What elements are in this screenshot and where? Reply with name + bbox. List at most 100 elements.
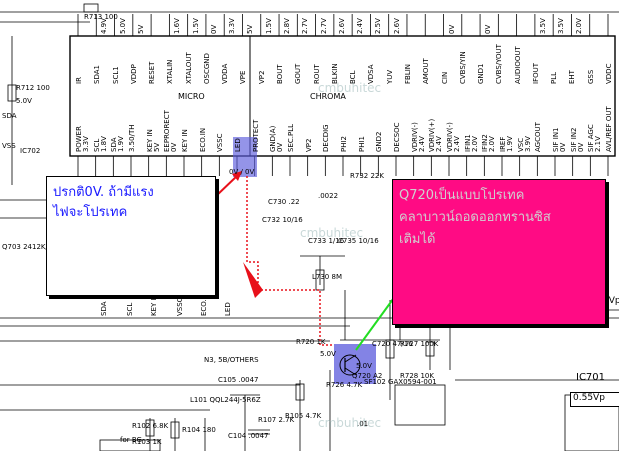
lower-pin-label: KEY IN [150,293,158,316]
for-bg-label: for BG [120,436,142,444]
ic702-top-pin-label: FBLIN [403,63,412,84]
edge-voltage-label: 3Vp [603,296,619,306]
ic701-label: IC701 [576,372,606,383]
ic702-top-pin-voltage: 1.5V [264,18,273,34]
ic702-bottom-pin-voltage: 3.9V [523,136,532,152]
ic702-top-pin-label: VPE [239,70,248,84]
c732-label: C732 10/16 [262,216,303,224]
c104-label: C104 .0047 [228,432,269,440]
ic702-top-pin-label: XTALIN [166,59,175,84]
protect-pin-highlight [233,137,257,177]
q720-base-voltage: 5.0V [320,350,336,358]
ic702-top-pin-label: AUDIOOUT [513,46,522,84]
ic702-top-pin-voltage: 2.7V [319,18,328,34]
ic702-bottom-pin-label: ECO.IN [198,127,207,152]
watermark-1: cmbuhitec [318,81,382,95]
lower-pin-label: SCL [126,302,134,316]
r107-label: R107 2.7K [258,416,295,424]
ic702-top-pin-label: RESET [148,61,157,84]
r104-label: R104 180 [182,426,216,434]
r712-voltage: 5.0V [16,97,32,105]
ic702-bottom-pin-label: AGCOUT [534,122,543,152]
micro-block-label: MICRO [178,92,205,101]
ic702-top-pin-label: VDDP [129,64,138,84]
ic702-top-pin-label: AMOUT [422,58,431,84]
ic702-top-pin-label: GOUT [294,63,303,84]
ic702-top-pin-voltage: 0V [484,24,493,34]
c730-label: C730 .22 [268,198,300,206]
l101-label: L101 QQL244J-5R6Z [190,396,261,404]
ic702-top-pin-label: GND1 [477,63,486,84]
q720-note-line-3: เติมได้ [399,232,436,247]
ic702-top-pin-voltage: 2.0V [575,18,584,34]
ic702-top-pin-label: YUV [385,69,394,84]
ic702-bottom-pin-voltage: 0V [559,142,567,152]
ic702-bottom-pin-voltage: 2.4V [417,136,426,152]
r712-label: R712 100 [16,84,50,92]
ic702-top-pin-label: GSS [586,69,595,84]
ic702-bottom-pin-label: SEC.PLL [287,124,295,152]
ic702-bottom-pin-voltage: 5V [152,142,161,152]
ic702-bottom-pin-voltage: 2.4V [435,136,444,152]
ic702-bottom-pin-voltage: 1.8V [99,136,108,152]
ic702-top-pin-voltage: 0V [209,24,218,34]
c720-label: C720 47/16 [372,340,413,348]
ic702-top-pin-label: VDDA [221,63,230,84]
ic702-top-pin-voltage: 2.6V [392,18,401,34]
ic702-top-pin-voltage: 2.5V [374,18,383,34]
c733-label: C733 1/16 [308,237,345,245]
ic702-body [69,35,616,157]
c106-label: .01 [357,420,369,428]
ic702-top-pin-label: SDA1 [93,65,102,84]
q720-note-line-2: คลาบาวน์ถอดออกทรานซิส [399,210,551,225]
ic702-bottom-pin-label: VSSC [216,133,225,152]
n3-label: N3, 5B/OTHERS [204,356,259,364]
vss-label: VSS [2,142,16,150]
ic702-bottom-pin-voltage: 2.0V [488,136,497,152]
ic701-voltage: 0.55Vp [570,392,619,407]
ic702-top-pin-voltage: 2.8V [283,18,292,34]
protect-note-line-2: ไฟจะโปรเทค [53,205,128,220]
r726-label: R726 4.7K [326,381,363,389]
red-arrow-head [232,171,242,181]
ic702-top-pin-label: PLL [550,71,559,84]
ic702-top-pin-voltage: 2.7V [301,18,310,34]
q720-transistor-symbol [339,354,361,376]
ic702-bottom-pin-label: DECDIG [322,124,331,152]
ic702-bottom-pin-voltage: 1.9V [117,136,126,152]
ic702-top-pin-label: EHT [568,70,577,84]
ic702-top-pin-voltage: 1.6V [173,18,182,34]
r713-label: R713 100 [84,13,118,21]
r103-label: R103 1K [132,438,162,446]
ic702-label: IC702 [20,147,41,155]
ic702-bottom-pin-label: DECSOC [393,122,401,152]
ic702-bottom-pin-voltage: 1.9V [506,136,514,152]
r732-label: R732 22K [350,172,384,180]
c105-label: C105 .0047 [218,376,259,384]
ic702-bottom-pin-voltage: 0V [576,142,585,152]
watermark-2: cmbuhitec [300,226,364,240]
ic702-bottom-pin-label: VP2 [304,138,313,152]
ic702-bottom-pin-label: GND2 [375,131,384,152]
r727-label: R727 100K [400,340,439,348]
ic702-top-pin-label: IR [75,77,83,84]
chroma-block-label: CHROMA [310,92,346,101]
protect-note-line-1: ปรกติ0V. ถ้ามีแรง [53,185,154,200]
ic702-bottom-pin-voltage: 3.3V [82,136,90,152]
c735-label: C735 10/16 [338,237,379,245]
ic702-top-pin-voltage: 5.0V [118,18,127,34]
ic702-top-pin-voltage: 1.5V [191,18,200,34]
lower-pin-label: VSSC [176,297,184,316]
sf102-label: SF102 GAX0594-001 [364,378,437,386]
c734-label: .0022 [318,192,339,200]
ic702-top-pin-voltage: 5V [136,24,145,34]
ic702-top-pin-voltage: 5V [246,24,255,34]
ic702-bottom-pin-voltage: 0V [170,142,179,152]
ic702-top-pin-label: SCL1 [111,66,120,84]
sda-label: SDA [2,112,17,120]
ic702-bottom-pin-voltage: 2.4V [453,136,461,152]
ic702-top-pin-label: OSCGND [202,53,211,84]
ic702-top-pin-voltage: 0V [447,24,456,34]
